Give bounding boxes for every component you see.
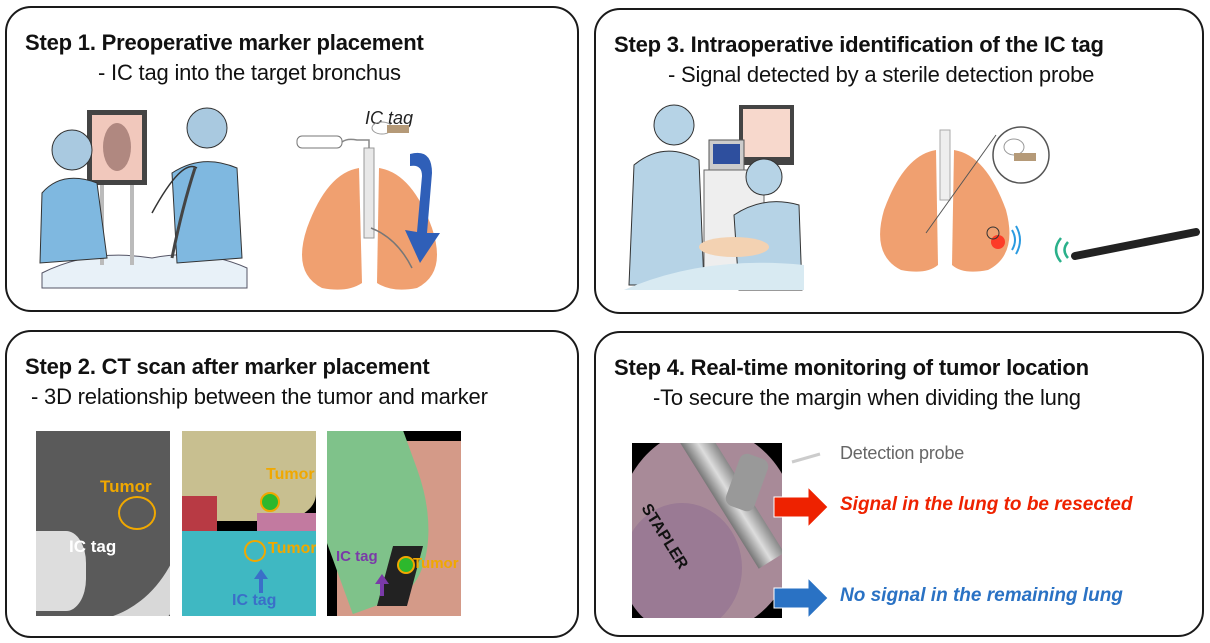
step-4-subtitle: -To secure the margin when dividing the … [653, 385, 1081, 410]
ic-tag-label: IC tag [69, 537, 117, 556]
insertion-arrow-icon [405, 152, 440, 263]
3d-reconstruction-front: Tumor Tumor IC tag [182, 431, 316, 616]
tumor-label: Tumor [413, 555, 459, 572]
tumor-circle [118, 496, 156, 530]
red-arrow-icon [773, 485, 829, 529]
tumor-circle [244, 540, 266, 562]
thoracoscopic-view: STAPLER [632, 443, 782, 618]
detection-probe-label: Detection probe [840, 443, 965, 463]
ct-scan-image: Tumor IC tag [36, 431, 170, 616]
step-2-title: Step 2. CT scan after marker placement [25, 354, 430, 379]
ic-tag-magnifier [925, 126, 1050, 234]
no-signal-remaining-label: No signal in the remaining lung [840, 585, 1123, 606]
probe-pointer-line [791, 452, 821, 464]
lungs-signal-illustration [880, 129, 1021, 272]
step-3-panel: Step 3. Intraoperative identification of… [594, 8, 1204, 314]
step-1-subtitle: - IC tag into the target bronchus [98, 60, 401, 85]
step-3-subtitle: - Signal detected by a sterile detection… [668, 62, 1095, 87]
3d-reconstruction-lateral: Tumor IC tag [327, 431, 461, 616]
surgery-illustration [624, 104, 804, 291]
step-4-panel: Step 4. Real-time monitoring of tumor lo… [594, 331, 1204, 637]
up-arrow-icon [375, 574, 389, 596]
tumor-label: Tumor [100, 477, 152, 496]
step-2-panel: Step 2. CT scan after marker placement -… [5, 330, 579, 638]
step-1-panel: Step 1. Preoperative marker placement - … [5, 6, 579, 312]
ic-tag-label: IC tag [232, 592, 277, 609]
step-3-title: Step 3. Intraoperative identification of… [614, 32, 1104, 57]
up-arrow-icon [254, 569, 268, 593]
tumor-label-upper: Tumor [266, 466, 315, 483]
bronchoscopy-illustration [39, 107, 248, 289]
step-1-title: Step 1. Preoperative marker placement [25, 30, 424, 55]
blue-arrow-icon [773, 576, 829, 620]
tumor-circle [397, 556, 415, 574]
ic-tag-label: IC tag [336, 548, 378, 565]
tumor-label-lower: Tumor [268, 540, 316, 557]
signal-resected-label: Signal in the lung to be resected [840, 494, 1133, 515]
detection-probe-illustration [1054, 228, 1200, 263]
ic-tag-device-icon [371, 121, 409, 135]
lungs-illustration [296, 121, 437, 290]
tumor-circle [260, 492, 280, 512]
step-4-title: Step 4. Real-time monitoring of tumor lo… [614, 355, 1089, 380]
step-2-subtitle: - 3D relationship between the tumor and … [31, 384, 488, 409]
